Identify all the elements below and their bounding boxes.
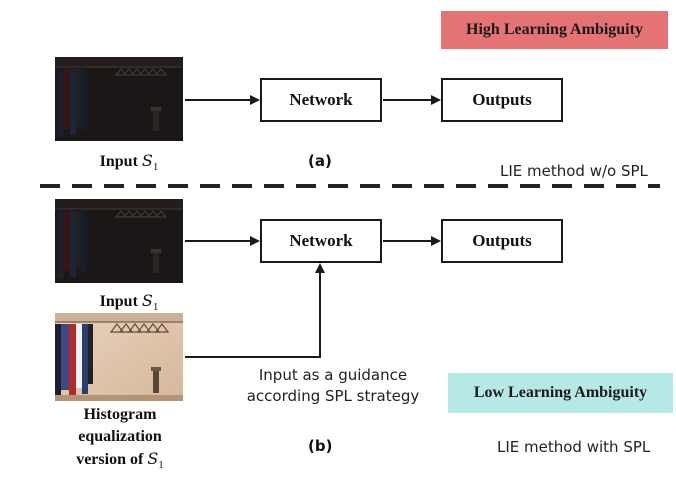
input-caption-a: Input S1 (74, 150, 184, 178)
network-box-b: Network (260, 219, 382, 263)
guidance-line1: Input as a guidance (258, 366, 408, 384)
bright-closet-photo (55, 313, 183, 401)
outputs-box-a: Outputs (441, 78, 563, 122)
dark-closet-image-a (55, 57, 183, 141)
input-symbol-a: S (141, 151, 153, 170)
outputs-label-b: Outputs (472, 231, 532, 250)
bright-closet-image (55, 313, 183, 401)
low-ambiguity-label: Low Learning Ambiguity (473, 384, 648, 401)
dark-closet-image-b (55, 199, 183, 283)
network-box-a: Network (260, 78, 382, 122)
method-label-a: LIE method w/o SPL (500, 162, 648, 180)
outputs-box-b: Outputs (441, 219, 563, 263)
histogram-caption-line2: equalization (78, 428, 162, 445)
histogram-caption-prefix: version of (76, 451, 148, 468)
network-label-a: Network (289, 90, 353, 109)
histogram-symbol-sub: 1 (158, 459, 164, 472)
histogram-caption-line3: version of S1 (50, 448, 190, 476)
guidance-line2: according SPL strategy (246, 387, 420, 405)
guidance-text: Input as a guidance according SPL strate… (238, 365, 428, 407)
histogram-caption: Histogram equalization version of S1 (50, 404, 190, 476)
method-label-b: LIE method with SPL (497, 438, 651, 456)
histogram-caption-line1: Histogram (83, 406, 157, 423)
high-ambiguity-label: High Learning Ambiguity (466, 21, 643, 38)
dark-closet-photo-b (55, 199, 183, 283)
high-ambiguity-badge: High Learning Ambiguity (441, 11, 668, 49)
low-ambiguity-badge: Low Learning Ambiguity (448, 373, 673, 413)
guidance-connector (185, 263, 325, 358)
dark-closet-photo-a (55, 57, 183, 141)
histogram-symbol: S (147, 449, 159, 468)
input-symbol-sub-a: 1 (152, 161, 159, 174)
input-symbol-sub-b: 1 (152, 301, 159, 314)
panel-label-b: (b) (308, 437, 333, 455)
input-symbol-b: S (141, 291, 153, 310)
input-caption-prefix-a: Input (99, 153, 142, 170)
input-caption-b: Input S1 (74, 290, 184, 318)
network-label-b: Network (289, 231, 353, 250)
panel-label-a: (a) (308, 152, 332, 170)
outputs-label-a: Outputs (472, 90, 532, 109)
input-caption-prefix-b: Input (99, 293, 142, 310)
